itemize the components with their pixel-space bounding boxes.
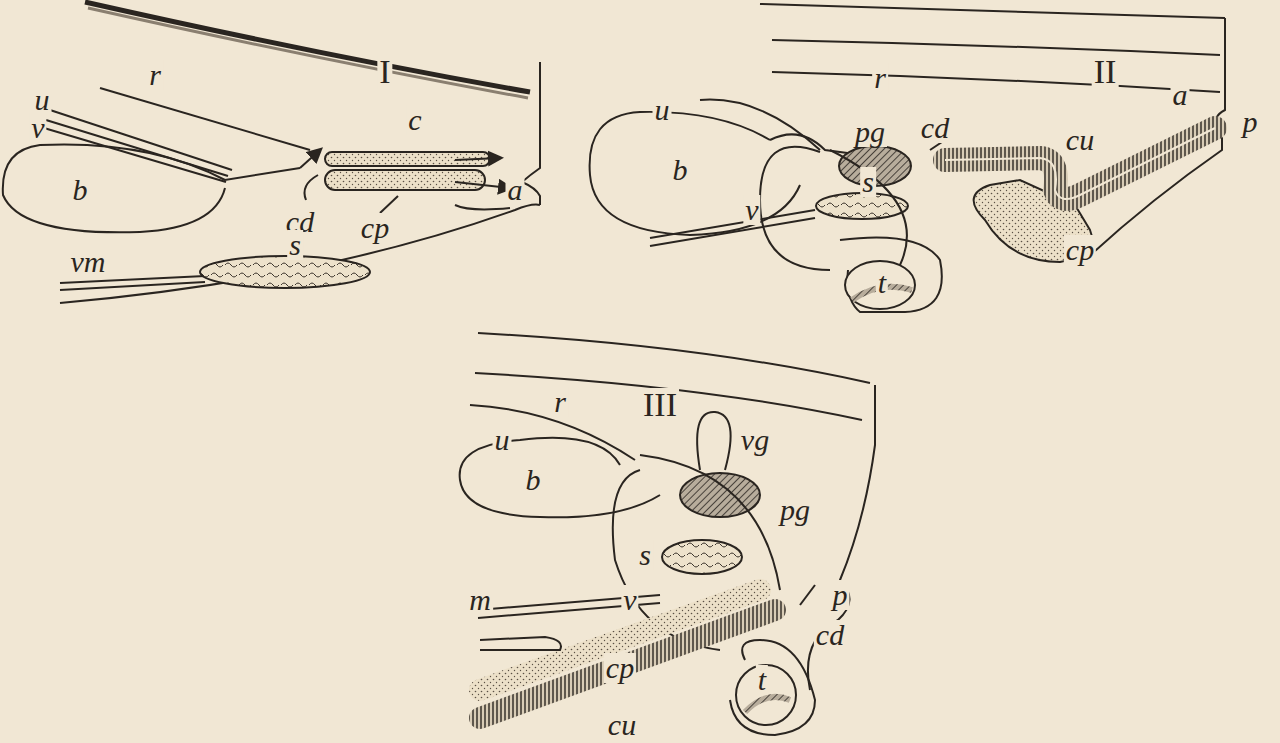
part-label: r: [872, 63, 888, 93]
part-label: pg: [778, 495, 812, 525]
part-label: vm: [69, 247, 108, 277]
part-label: b: [671, 155, 690, 185]
figure-number: III: [641, 388, 679, 422]
part-label: u: [653, 95, 672, 125]
part-label: r: [147, 60, 163, 90]
part-label: s: [637, 540, 653, 570]
part-label: a: [506, 175, 525, 205]
part-label: v: [621, 585, 638, 615]
part-label: cu: [1064, 125, 1096, 155]
part-label: u: [33, 85, 52, 115]
part-label: b: [524, 465, 543, 495]
part-label: cd: [919, 113, 951, 143]
part-label: v: [743, 195, 760, 225]
part-label: cu: [606, 710, 638, 740]
part-label: p: [1241, 107, 1260, 137]
part-label: cp: [359, 213, 391, 243]
part-label: cp: [1064, 235, 1096, 265]
part-label: vg: [739, 425, 771, 455]
figure-number: II: [1092, 55, 1119, 89]
part-label: b: [71, 175, 90, 205]
part-label: r: [552, 387, 568, 417]
part-label: m: [467, 585, 493, 615]
part-label: c: [406, 105, 423, 135]
part-label: u: [493, 425, 512, 455]
part-label: s: [287, 230, 303, 260]
part-label: t: [876, 268, 888, 298]
part-label: pg: [853, 117, 887, 147]
part-label: cp: [604, 653, 636, 683]
part-label: s: [860, 167, 876, 197]
part-label: t: [756, 665, 768, 695]
part-label: cd: [814, 620, 846, 650]
part-label: v: [29, 113, 46, 143]
part-label: a: [1171, 80, 1190, 110]
figure-number: I: [377, 55, 392, 89]
part-label: p: [831, 580, 850, 610]
